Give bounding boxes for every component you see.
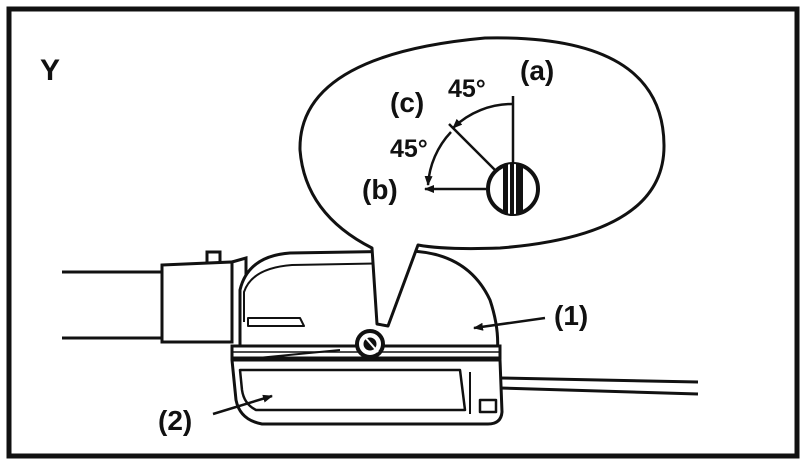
label-b: (b): [362, 174, 398, 205]
cable: [499, 376, 699, 396]
label-part1: (1): [554, 300, 588, 331]
reference-line-c: [448, 123, 498, 173]
base-tray: [230, 358, 504, 426]
magnified-callout: [298, 36, 666, 328]
corner-mark: Y: [40, 54, 60, 87]
handle-shaft: [62, 250, 248, 344]
angle-arc-upper: [452, 102, 514, 129]
leader-part1: [473, 316, 546, 331]
angle-lower: 45°: [390, 135, 428, 163]
label-c: (c): [390, 87, 424, 118]
label-part2: (2): [158, 405, 192, 436]
magnified-knob: [486, 162, 540, 216]
adjust-knob: [355, 329, 385, 359]
figure-frame: [6, 6, 800, 459]
housing-cover: [238, 249, 500, 357]
label-a: (a): [520, 55, 554, 86]
angle-arc-lower: [424, 131, 452, 186]
leader-part2: [212, 394, 273, 416]
angle-upper: 45°: [448, 75, 486, 103]
